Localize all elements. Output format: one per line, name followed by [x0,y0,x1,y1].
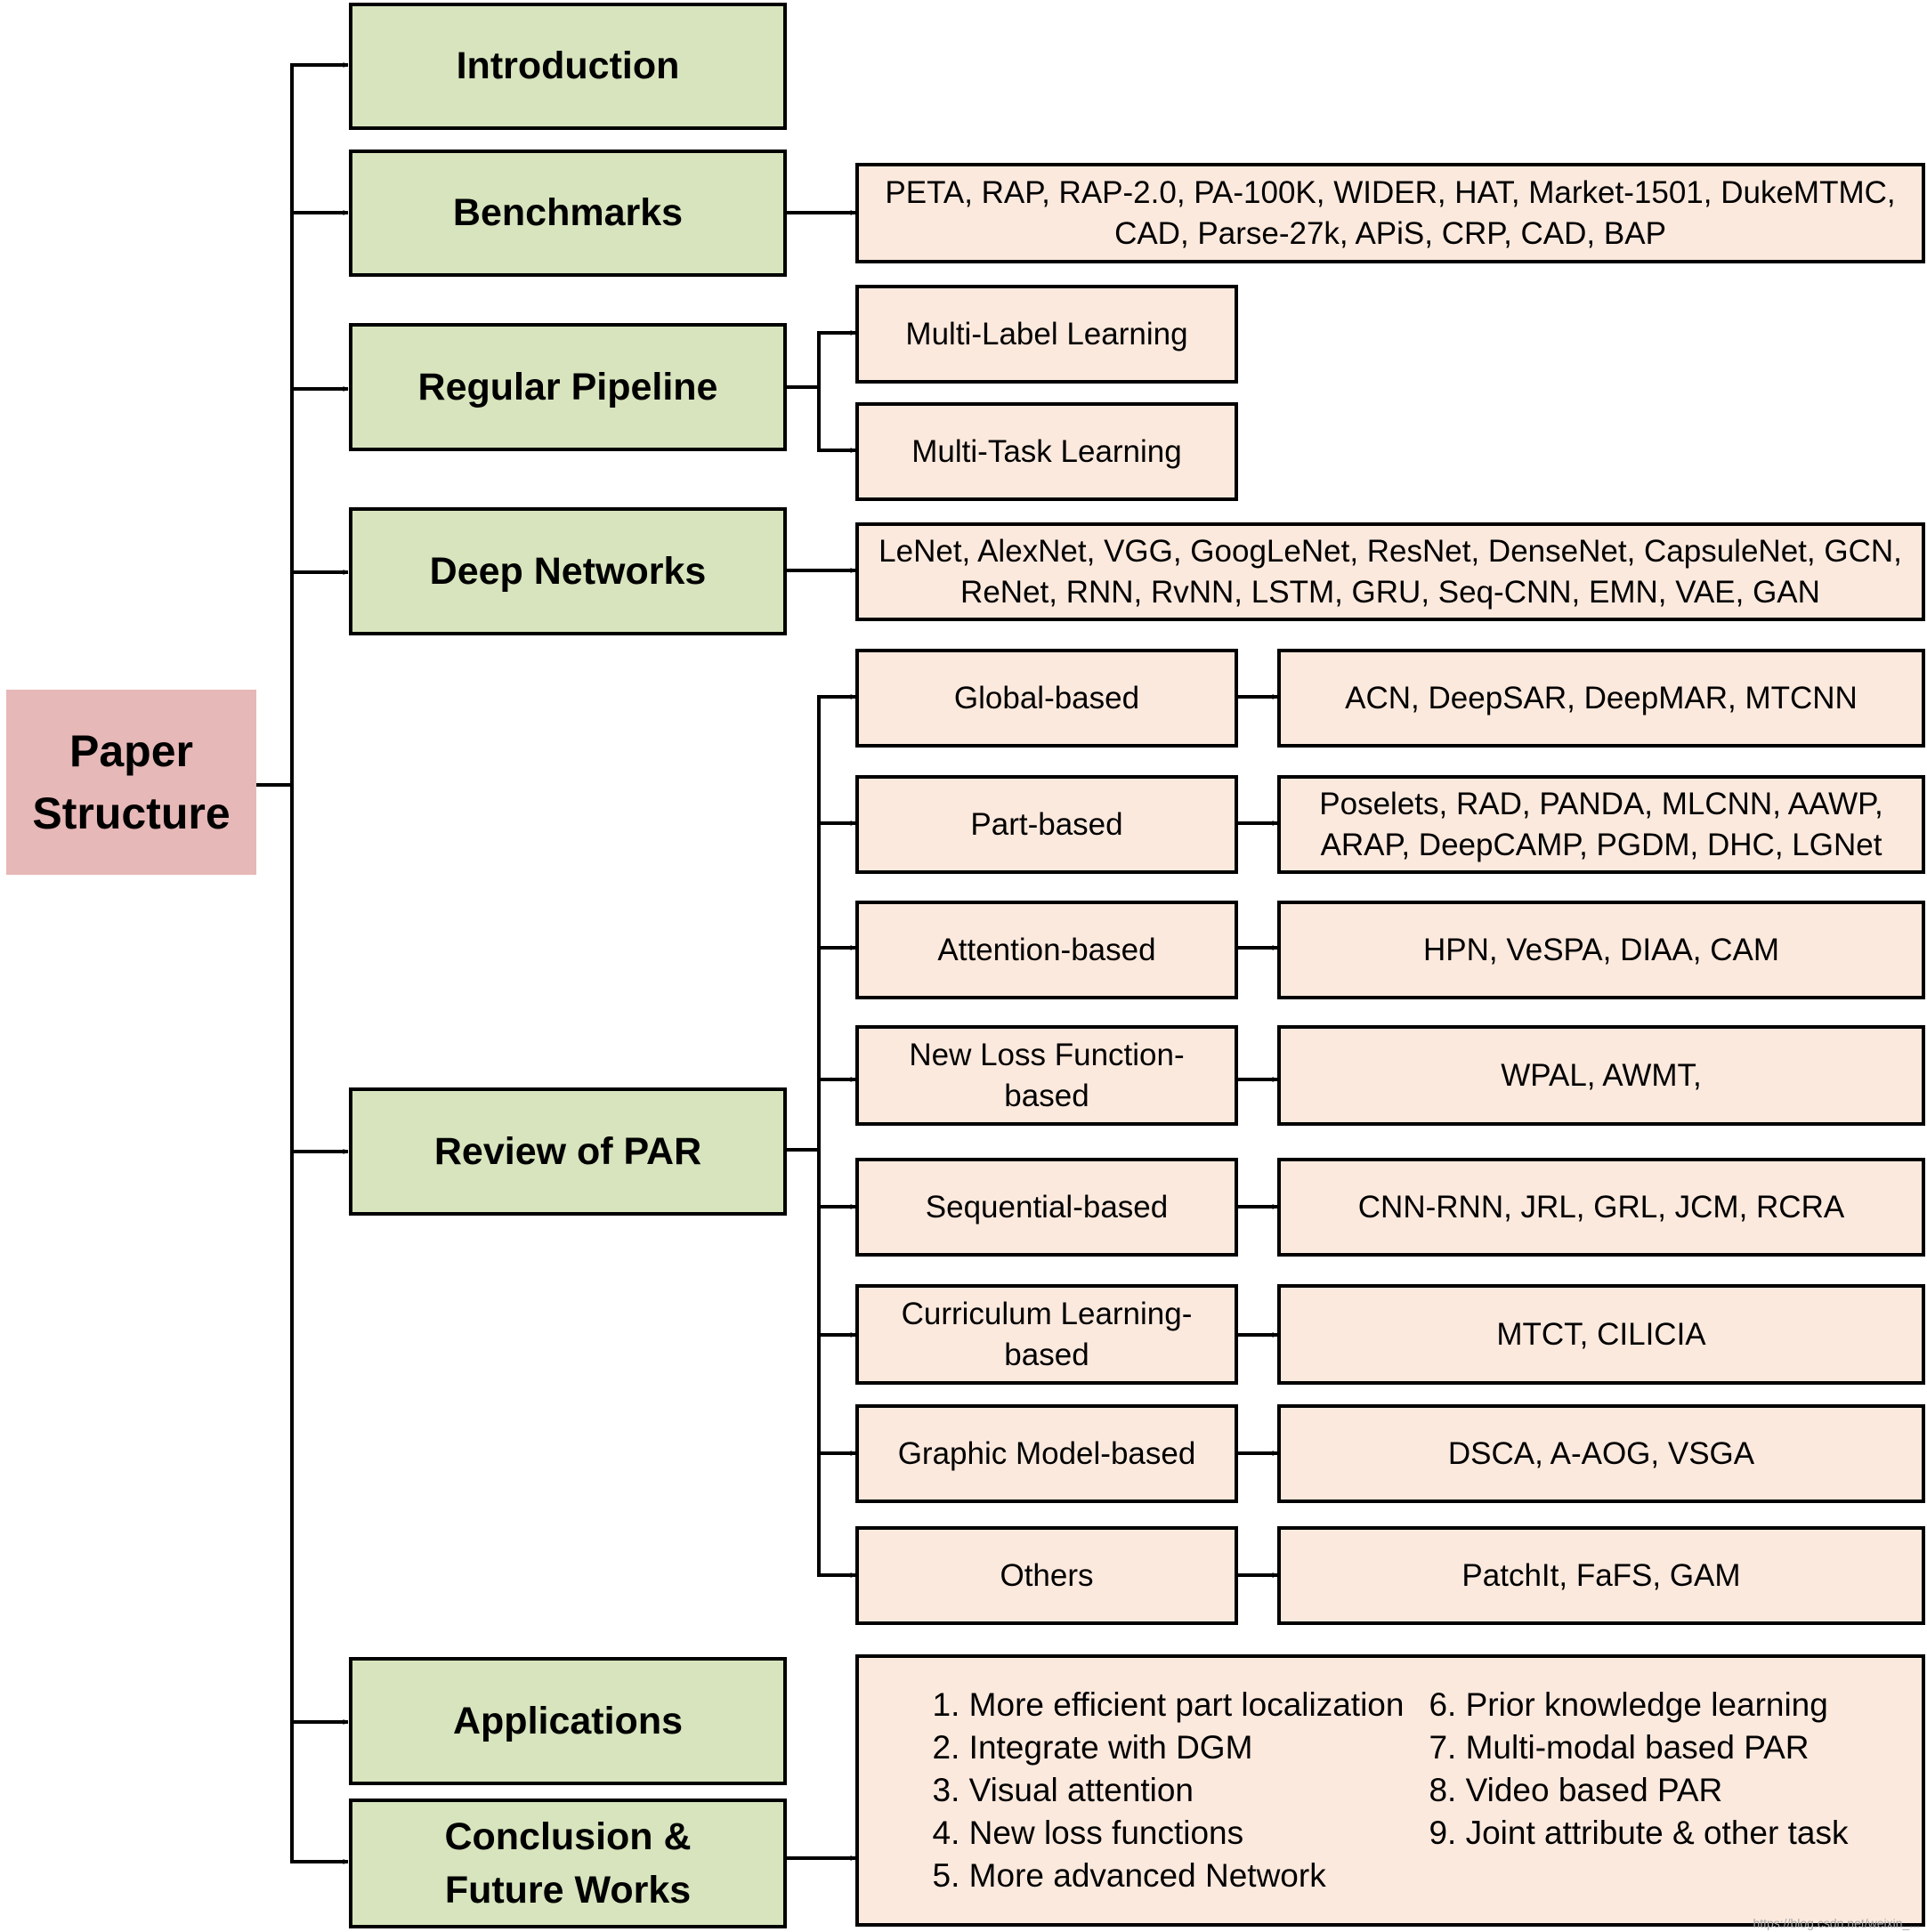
review-category: Curriculum Learning- based [855,1284,1238,1385]
review-methods-text: ACN, DeepSAR, DeepMAR, MTCNN [1345,680,1858,715]
review-methods: WPAL, AWMT, [1277,1025,1925,1126]
future-work-item: 6. Prior knowledge learning [1429,1686,1828,1723]
review-category-label: Part-based [970,806,1123,842]
section-applications: Applications [349,1657,787,1785]
future-work-item: 9. Joint attribute & other task [1429,1815,1849,1851]
section-label: Applications [452,1699,684,1742]
review-category: Global-based [855,649,1238,748]
root-node-paper-structure: Paper Structure [6,690,256,875]
review-methods: CNN-RNN, JRL, GRL, JCM, RCRA [1277,1158,1925,1257]
section-label: Benchmarks [452,191,684,235]
section-deep-networks: Deep Networks [349,507,787,635]
review-category-label: Attention-based [937,932,1156,967]
future-work-item: 7. Multi-modal based PAR [1429,1729,1810,1766]
section-review-of-par: Review of PAR [349,1087,787,1216]
review-category-label: Others [1000,1557,1094,1593]
review-category: Attention-based [855,901,1238,999]
section-label: Introduction [456,44,680,88]
section-label: Deep Networks [429,549,707,593]
future-works-list: 1. More efficient part localization 2. I… [855,1654,1925,1927]
review-methods-text: Poselets, RAD, PANDA, MLCNN, AAWP, ARAP,… [1319,787,1883,862]
root-label: Paper Structure [32,726,231,838]
review-methods: MTCT, CILICIA [1277,1284,1925,1385]
section-label: Conclusion & Future Works [444,1815,692,1912]
pipeline-item-label: Multi-Label Learning [905,316,1188,352]
section-conclusion-future-works: Conclusion & Future Works [349,1799,787,1928]
review-methods-text: DSCA, A-AOG, VSGA [1447,1435,1755,1471]
future-work-item: 4. New loss functions [932,1815,1244,1851]
section-regular-pipeline: Regular Pipeline [349,323,787,451]
pipeline-item: Multi-Task Learning [855,402,1238,501]
review-methods-text: PatchIt, FaFS, GAM [1461,1557,1741,1593]
review-category: Graphic Model-based [855,1404,1238,1503]
deep-networks-text: LeNet, AlexNet, VGG, GoogLeNet, ResNet, … [878,534,1902,610]
review-category-label: Global-based [953,680,1140,715]
review-methods-text: MTCT, CILICIA [1496,1316,1706,1352]
review-methods: Poselets, RAD, PANDA, MLCNN, AAWP, ARAP,… [1277,775,1925,874]
review-methods: DSCA, A-AOG, VSGA [1277,1404,1925,1503]
review-category-label: Curriculum Learning- based [901,1297,1193,1372]
future-works-items: 1. More efficient part localization 2. I… [933,1684,1849,1897]
future-work-item: 1. More efficient part localization [932,1686,1405,1723]
review-methods-text: CNN-RNN, JRL, GRL, JCM, RCRA [1357,1189,1845,1225]
future-work-item: 5. More advanced Network [932,1857,1326,1894]
review-category: New Loss Function- based [855,1025,1238,1126]
review-category-label: Graphic Model-based [897,1435,1196,1471]
watermark: https://blog.csdn.net/weixin_... [1753,1916,1920,1930]
section-benchmarks: Benchmarks [349,150,787,277]
review-category: Others [855,1526,1238,1625]
review-category: Part-based [855,775,1238,874]
future-work-item: 2. Integrate with DGM [932,1729,1253,1766]
review-methods-text: HPN, VeSPA, DIAA, CAM [1422,932,1780,967]
future-work-item: 8. Video based PAR [1429,1772,1723,1808]
review-methods: PatchIt, FaFS, GAM [1277,1526,1925,1625]
pipeline-item: Multi-Label Learning [855,285,1238,384]
section-label: Regular Pipeline [417,365,718,408]
deep-networks-list: LeNet, AlexNet, VGG, GoogLeNet, ResNet, … [855,522,1925,621]
pipeline-item-label: Multi-Task Learning [911,433,1182,469]
benchmarks-list: PETA, RAP, RAP-2.0, PA-100K, WIDER, HAT,… [855,163,1925,263]
review-category: Sequential-based [855,1158,1238,1257]
review-methods: HPN, VeSPA, DIAA, CAM [1277,901,1925,999]
review-category-label: Sequential-based [925,1189,1169,1225]
review-category-label: New Loss Function- based [909,1038,1185,1113]
section-label: Review of PAR [433,1129,702,1173]
future-work-item: 3. Visual attention [932,1772,1194,1808]
review-methods: ACN, DeepSAR, DeepMAR, MTCNN [1277,649,1925,748]
section-introduction: Introduction [349,3,787,130]
review-methods-text: WPAL, AWMT, [1501,1057,1702,1093]
benchmarks-text: PETA, RAP, RAP-2.0, PA-100K, WIDER, HAT,… [885,175,1896,251]
